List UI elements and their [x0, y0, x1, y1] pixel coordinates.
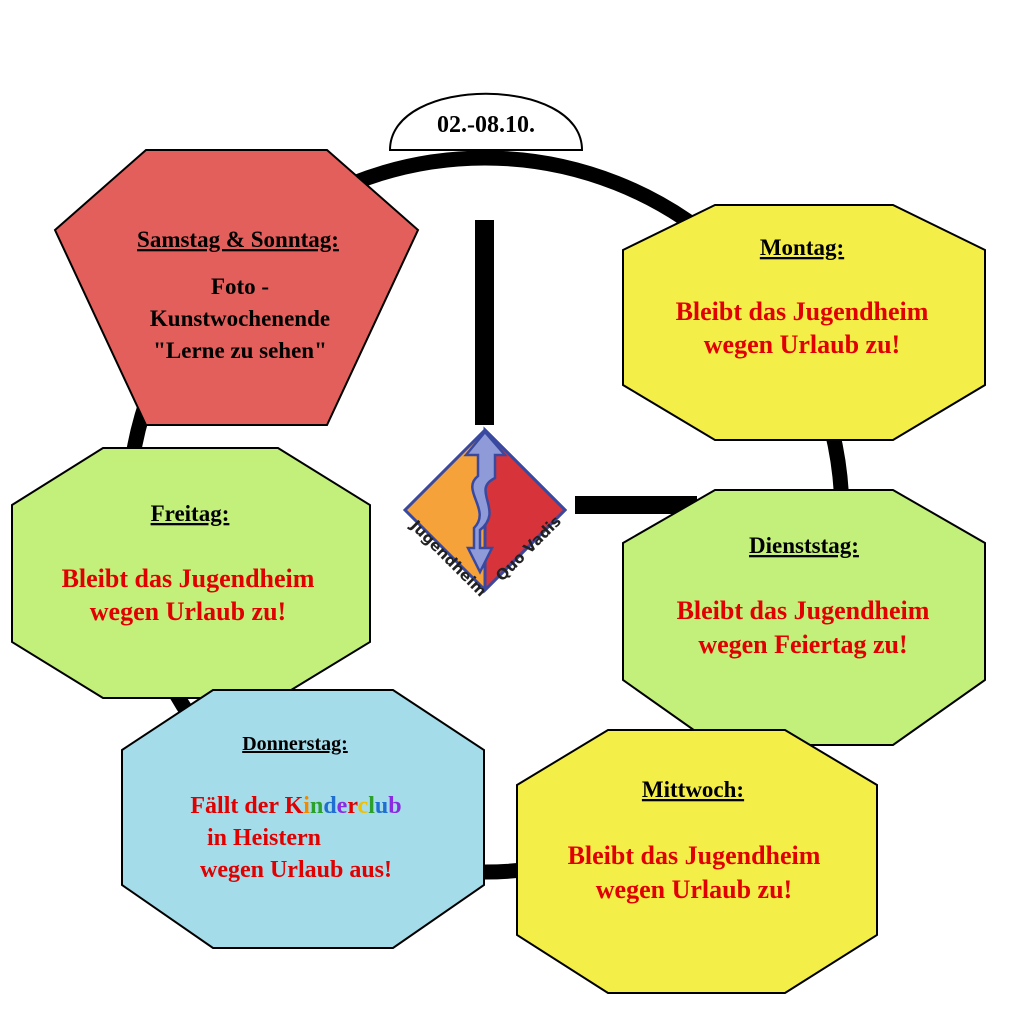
kinderclub-letter: r [347, 793, 358, 819]
weekend-line-3: "Lerne zu sehen" [153, 338, 327, 363]
thursday-line-1: Fällt der Kinderclub [190, 793, 401, 819]
date-range: 02.-08.10. [437, 112, 535, 138]
monday-line-2: wegen Urlaub zu! [704, 330, 900, 359]
kinderclub-letter: d [323, 793, 337, 819]
friday-title: Freitag: [151, 501, 230, 526]
weekend-title: Samstag & Sonntag: [137, 227, 339, 252]
kinderclub-letter: b [388, 793, 401, 819]
tuesday-line-1: Bleibt das Jugendheim [677, 596, 930, 625]
kinderclub-letter: n [310, 793, 323, 819]
monday-line-1: Bleibt das Jugendheim [676, 297, 929, 326]
kinderclub-letter: l [368, 793, 375, 819]
kinderclub-letter: K [285, 793, 304, 819]
thursday-line-2: in Heistern [207, 825, 321, 851]
kinderclub-letter: i [303, 793, 310, 819]
hex-friday: Freitag: Bleibt das Jugendheim wegen Url… [11, 447, 371, 699]
tuesday-line-2: wegen Feiertag zu! [698, 630, 907, 659]
hex-monday: Montag: Bleibt das Jugendheim wegen Urla… [622, 204, 986, 441]
clock-hand-vertical [475, 220, 494, 425]
clock-hand-horizontal [575, 496, 697, 514]
friday-line-1: Bleibt das Jugendheim [62, 564, 315, 593]
hex-weekend: Samstag & Sonntag: Foto - Kunstwochenend… [53, 149, 420, 426]
weekend-line-2: Kunstwochenende [150, 306, 330, 331]
wednesday-line-2: wegen Urlaub zu! [596, 875, 792, 904]
kinderclub-word: Kinderclub [285, 793, 402, 819]
tuesday-title: Dienststag: [749, 533, 859, 558]
wednesday-title: Mittwoch: [642, 777, 744, 802]
hex-wednesday: Mittwoch: Bleibt das Jugendheim wegen Ur… [516, 729, 878, 994]
kinderclub-letter: c [358, 793, 369, 819]
friday-line-2: wegen Urlaub zu! [90, 597, 286, 626]
thursday-line-3: wegen Urlaub aus! [200, 857, 392, 883]
hex-thursday: Donnerstag: Fällt der Kinderclub in Heis… [121, 689, 485, 949]
monday-title: Montag: [760, 235, 844, 260]
hex-tuesday: Dienststag: Bleibt das Jugendheim wegen … [622, 489, 986, 746]
thursday-prefix: Fällt der [190, 793, 284, 819]
kinderclub-letter: e [337, 793, 348, 819]
weekend-line-1: Foto - [211, 274, 269, 299]
jugendheim-logo: Jugendheim Quo Vadis [402, 426, 568, 600]
logo-arrow-icon [463, 430, 508, 575]
thursday-title: Donnerstag: [242, 733, 348, 755]
date-tab [388, 92, 584, 151]
wednesday-line-1: Bleibt das Jugendheim [568, 841, 821, 870]
kinderclub-letter: u [375, 793, 388, 819]
